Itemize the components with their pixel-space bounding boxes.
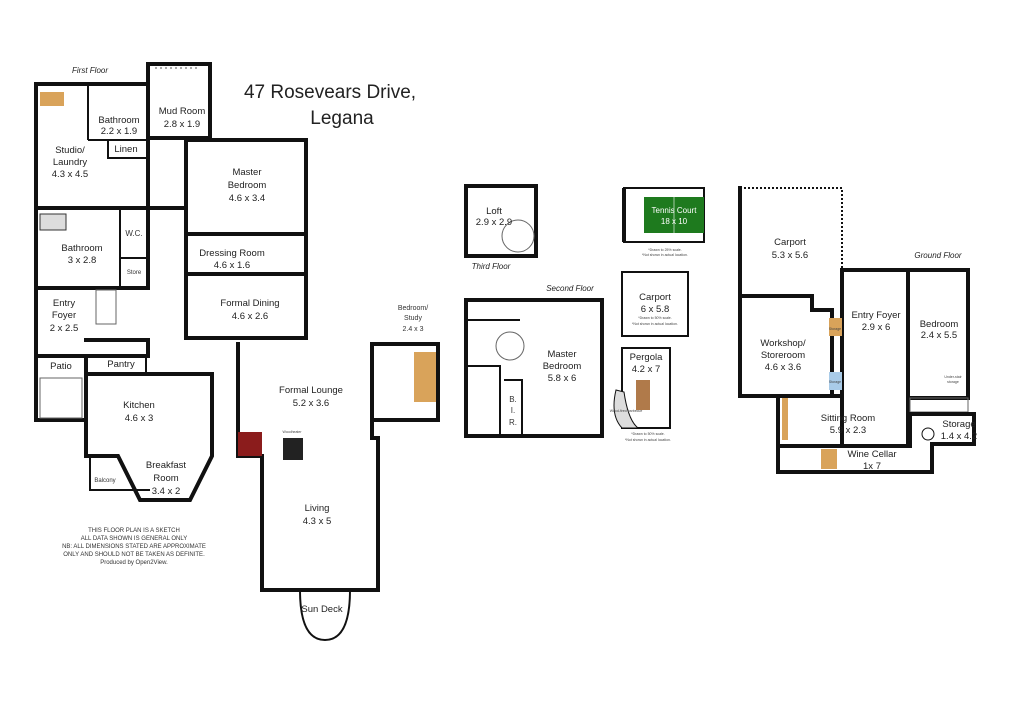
room-label: Pantry bbox=[107, 359, 135, 370]
third-floor: Loft 2.9 x 2.9 Third Floor bbox=[464, 184, 538, 271]
scale-note: *Not shown in actual location. bbox=[625, 438, 671, 442]
room-label: Living bbox=[305, 503, 330, 514]
scale-note: *Drawn to 50% scale. bbox=[631, 432, 664, 436]
room-dims: 2.9 x 2.9 bbox=[476, 217, 512, 228]
room-label: Patio bbox=[50, 361, 72, 372]
room-label: Storeroom bbox=[761, 350, 805, 361]
room-dims: 5.9 x 2.3 bbox=[830, 425, 866, 436]
room-label: R. bbox=[509, 418, 517, 427]
room-label: Foyer bbox=[52, 310, 76, 321]
first-floor-labels: Studio/ Laundry 4.3 x 4.5 Bathroom 2.2 x… bbox=[50, 106, 428, 615]
room-dims: 2.4 x 3 bbox=[402, 326, 423, 333]
disclaimer-line: ONLY AND SHOULD NOT BE TAKEN AS DEFINITE… bbox=[63, 552, 205, 558]
room-label: Store bbox=[127, 270, 142, 276]
outdoor-structures: Tennis Court 18 x 10 *Drawn to 25% scale… bbox=[610, 187, 705, 442]
room-label: Entry bbox=[53, 298, 75, 309]
room-dims: 4.6 x 3.6 bbox=[765, 362, 801, 373]
room-dims: 1x 7 bbox=[863, 461, 881, 472]
disclaimer-line: Produced by Open2View. bbox=[100, 560, 168, 566]
room-dims: 4.6 x 3 bbox=[125, 413, 154, 424]
room-label: Bedroom bbox=[920, 319, 959, 330]
room-label: Kitchen bbox=[123, 400, 155, 411]
room-label: Tennis Court bbox=[652, 206, 698, 215]
room-label: Mud Room bbox=[159, 106, 206, 117]
room-label: Dressing Room bbox=[199, 248, 265, 259]
room-label: Balcony bbox=[94, 478, 115, 484]
room-label: Loft bbox=[486, 206, 502, 217]
room-label: Workshop/ bbox=[760, 338, 806, 349]
room-label: Sun Deck bbox=[301, 604, 342, 615]
disclaimer-line: THIS FLOOR PLAN IS A SKETCH bbox=[88, 528, 180, 534]
room-dims: 4.3 x 4.5 bbox=[52, 169, 88, 180]
disclaimer-line: NB: ALL DIMENSIONS STATED ARE APPROXIMAT… bbox=[62, 544, 206, 550]
disclaimer-line: ALL DATA SHOWN IS GENERAL ONLY bbox=[81, 536, 188, 542]
room-label: Storage bbox=[829, 327, 841, 331]
room-label: W.C. bbox=[125, 229, 142, 238]
room-label: Sitting Room bbox=[821, 413, 875, 424]
room-dims: 5.2 x 3.6 bbox=[293, 398, 329, 409]
room-label: Room bbox=[153, 473, 178, 484]
scale-note: *Drawn to 50% scale. bbox=[638, 316, 671, 320]
room-dims: 5.3 x 5.6 bbox=[772, 250, 808, 261]
scale-note: *Not shown in actual location. bbox=[632, 322, 678, 326]
title-line2: Legana bbox=[310, 108, 374, 129]
third-floor-label: Third Floor bbox=[472, 262, 511, 271]
room-label: Entry Foyer bbox=[851, 310, 900, 321]
room-dims: 1.4 x 4.2 bbox=[941, 431, 977, 442]
room-dims: 2.8 x 1.9 bbox=[164, 119, 200, 130]
room-label: I. bbox=[511, 406, 515, 415]
desk-icon bbox=[40, 92, 64, 106]
room-dims: 2.9 x 6 bbox=[862, 322, 891, 333]
room-dims: 5.8 x 6 bbox=[548, 373, 577, 384]
woodheater-icon bbox=[283, 438, 303, 460]
room-label: Storage bbox=[829, 380, 841, 384]
room-label: Formal Lounge bbox=[279, 385, 343, 396]
first-floor-label: First Floor bbox=[72, 66, 108, 75]
room-label: Bathroom bbox=[98, 115, 139, 126]
room-label: Bedroom bbox=[543, 361, 582, 372]
room-label: storage bbox=[947, 380, 959, 384]
room-label: Laundry bbox=[53, 157, 88, 168]
room-label: Storage bbox=[942, 419, 975, 430]
room-label: B. bbox=[509, 395, 517, 404]
room-label: Wine Cellar bbox=[847, 449, 896, 460]
room-dims: 4.2 x 7 bbox=[632, 364, 661, 375]
room-dims: 2.2 x 1.9 bbox=[101, 126, 137, 137]
room-label: Under-stair bbox=[944, 375, 962, 379]
room-label: Carport bbox=[639, 292, 671, 303]
room-dims: 2 x 2.5 bbox=[50, 323, 79, 334]
room-label: Bedroom bbox=[228, 180, 267, 191]
room-dims: 4.3 x 5 bbox=[303, 516, 332, 527]
room-dims: 2.4 x 5.5 bbox=[921, 330, 957, 341]
room-label: Bathroom bbox=[61, 243, 102, 254]
second-floor-label: Second Floor bbox=[546, 284, 594, 293]
room-label: Linen bbox=[114, 144, 137, 155]
room-dims: 18 x 10 bbox=[661, 217, 688, 226]
room-dims: 4.6 x 2.6 bbox=[232, 311, 268, 322]
scale-note: *Drawn to 25% scale. bbox=[648, 248, 681, 252]
room-label: Bedroom/ bbox=[398, 305, 428, 312]
room-label: Pergola bbox=[630, 352, 663, 363]
room-dims: 3 x 2.8 bbox=[68, 255, 97, 266]
ground-floor-label: Ground Floor bbox=[914, 251, 961, 260]
room-label: Studio/ bbox=[55, 145, 85, 156]
room-label: Breakfast bbox=[146, 460, 186, 471]
room-label: Study bbox=[404, 315, 422, 322]
first-floor: First Floor ⁠ bbox=[34, 62, 440, 642]
room-label: Carport bbox=[774, 237, 806, 248]
mud-room-wall bbox=[146, 62, 212, 140]
room-dims: 6 x 5.8 bbox=[641, 304, 670, 315]
room-dims: 4.6 x 1.6 bbox=[214, 260, 250, 271]
oven-label: Wood-fired barbecue bbox=[610, 409, 643, 413]
room-label: Formal Dining bbox=[220, 298, 279, 309]
scale-note: *Not shown in actual location. bbox=[642, 253, 688, 257]
room-dims: 4.6 x 3.4 bbox=[229, 193, 265, 204]
second-floor: Second Floor Master Bedroom 5.8 x 6 B. I… bbox=[464, 284, 604, 438]
room-label: Master bbox=[547, 349, 576, 360]
title-line1: 47 Rosevears Drive, bbox=[244, 82, 416, 103]
room-dims: 3.4 x 2 bbox=[152, 486, 181, 497]
ground-floor: Ground Floor Carport 5.3 x 5.6 Entry Foy… bbox=[738, 186, 977, 474]
room-label: Woodheater bbox=[282, 430, 302, 434]
room-label: Master bbox=[232, 167, 261, 178]
